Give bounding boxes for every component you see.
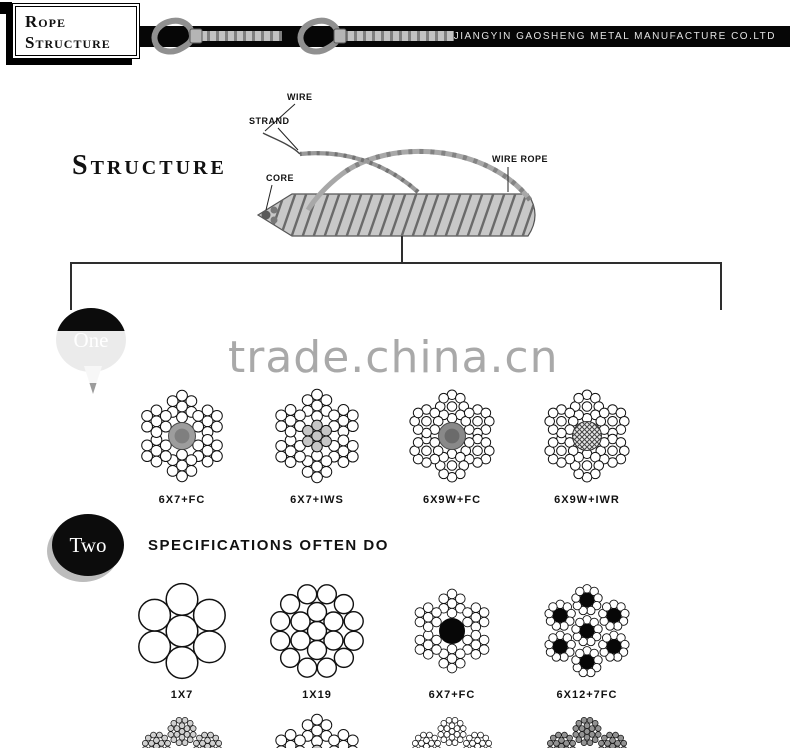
badge-two-label: Two — [69, 532, 107, 557]
brand-box: Rope Structure — [12, 3, 140, 59]
cross-section-figure — [264, 711, 370, 748]
wire-rope-sling-icon — [151, 17, 454, 55]
cross-section-figure: 1X19 — [264, 581, 370, 701]
cross-section-drawing — [399, 581, 505, 681]
section-badge-two: Two — [52, 514, 124, 576]
callout-strand: STRAND — [249, 116, 290, 126]
cross-section-figure: 6X7+FC — [129, 386, 235, 506]
cross-section-drawing — [534, 711, 640, 748]
cross-section-drawing — [264, 711, 370, 748]
cross-section-drawing — [264, 581, 370, 681]
cross-section-label: 6X12+7FC — [556, 689, 618, 701]
cross-section-drawing — [129, 386, 235, 486]
callout-wire-rope: WIRE ROPE — [492, 154, 549, 164]
cross-section-figure: 6X12+7FC — [534, 581, 640, 701]
cross-section-drawing — [129, 711, 235, 748]
brand-box-corner-decoration — [0, 2, 12, 14]
structure-section-title: Structure — [72, 150, 227, 181]
specifications-section-title: SPECIFICATIONS OFTEN DO — [148, 537, 389, 554]
cross-section-drawing — [129, 581, 235, 681]
cross-section-label: 1X7 — [170, 689, 194, 701]
cross-section-figure: 6X7+IWS — [264, 386, 370, 506]
cross-section-label: 6X7+FC — [158, 494, 206, 506]
connector-horizontal — [70, 262, 721, 264]
cross-section-figure — [399, 711, 505, 748]
cross-section-label: 6X9W+FC — [422, 494, 482, 506]
brand-line-2: Structure — [25, 33, 111, 53]
cross-section-figure: 6X9W+FC — [399, 386, 505, 506]
cross-section-label: 6X7+IWS — [290, 494, 344, 506]
cross-section-drawing — [399, 386, 505, 486]
cross-section-label: 1X19 — [302, 689, 332, 701]
company-name: JIANGYIN GAOSHENG METAL MANUFACTURE CO.L… — [453, 31, 776, 42]
rope-structure-drawing — [256, 103, 536, 237]
watermark-band: trade.china.cn — [0, 331, 790, 383]
cross-section-figure — [534, 711, 640, 748]
brand-line-1: Rope — [25, 12, 66, 31]
cross-section-drawing — [399, 711, 505, 748]
watermark-text: trade.china.cn — [228, 331, 559, 383]
cross-section-drawing — [534, 386, 640, 486]
cross-section-figure: 1X7 — [129, 581, 235, 701]
cross-section-figure: 6X7+FC — [399, 581, 505, 701]
cross-section-figure — [129, 711, 235, 748]
connector-drop-right — [720, 262, 722, 310]
cross-section-label: 6X9W+IWR — [554, 494, 620, 506]
callout-core: CORE — [266, 173, 295, 183]
cross-section-label: 6X7+FC — [428, 689, 476, 701]
connector-stem — [401, 236, 403, 262]
cross-section-drawing — [264, 386, 370, 486]
callout-wire: WIRE — [287, 92, 313, 102]
cross-section-drawing — [534, 581, 640, 681]
connector-drop-left — [70, 262, 72, 310]
cross-section-figure: 6X9W+IWR — [534, 386, 640, 506]
